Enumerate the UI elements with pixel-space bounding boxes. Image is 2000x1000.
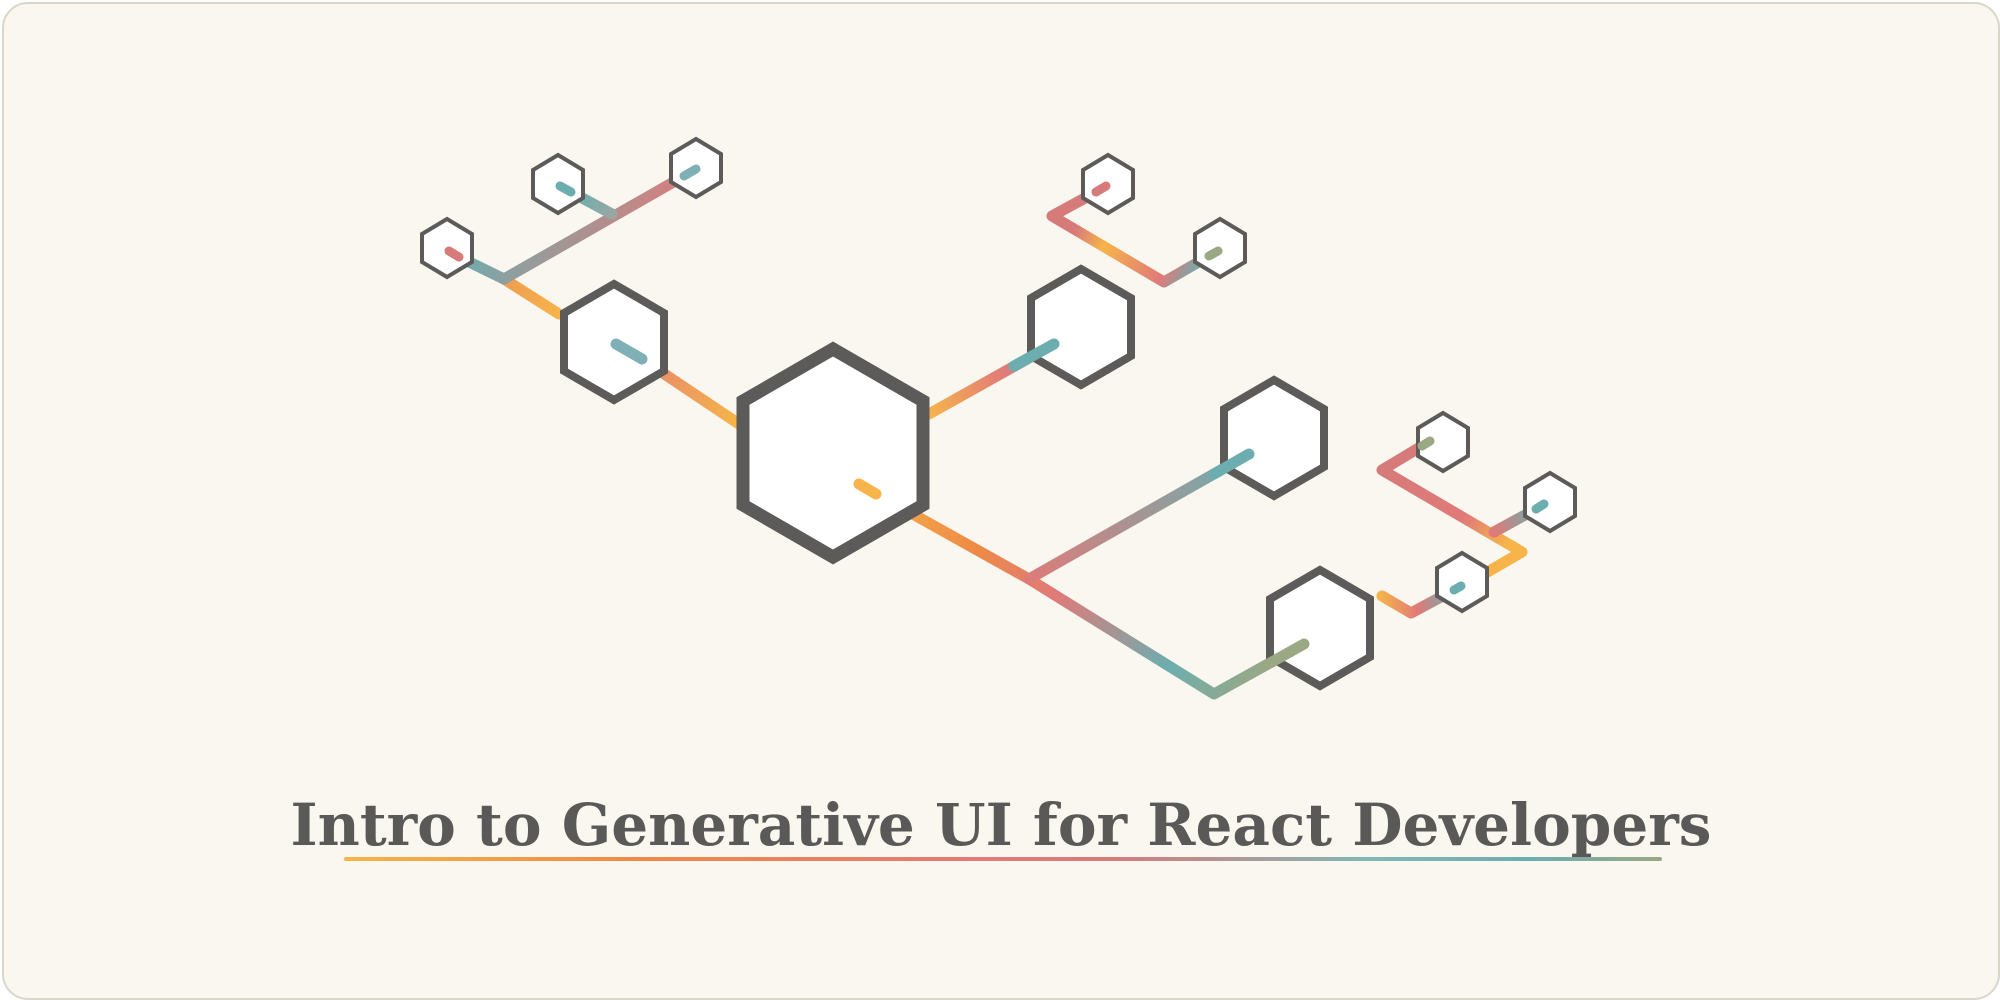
hexagon-icon (1027, 264, 1135, 390)
connector-lines (453, 170, 1542, 700)
hexagon-icon (1523, 470, 1577, 534)
title-area: Intro to Generative UI for React Develop… (4, 789, 1998, 899)
page-title: Intro to Generative UI for React Develop… (290, 791, 1712, 859)
hexagon-tree-illustration (420, 136, 1577, 700)
title-underline (344, 857, 1662, 861)
hexagon-icon (1220, 375, 1328, 501)
hexagon-icon (736, 341, 930, 565)
hexagon-icon (1416, 410, 1470, 474)
connector-endpoints (444, 164, 1549, 669)
hexagon-icon (1266, 565, 1374, 691)
